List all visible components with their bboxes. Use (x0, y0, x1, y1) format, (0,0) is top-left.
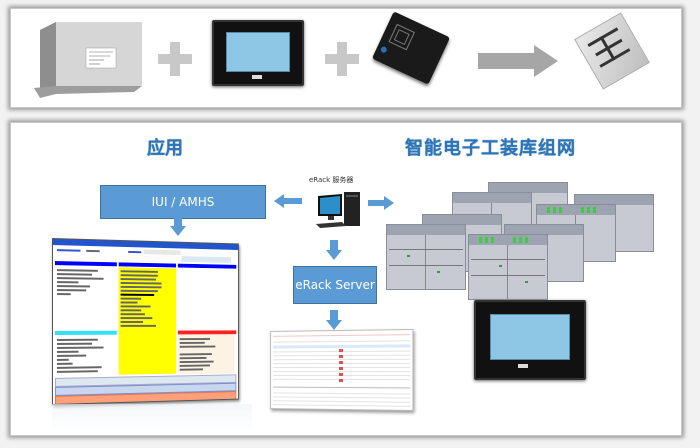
network-title: 智能电子工装库组网 (405, 138, 576, 159)
arrow-right-icon (368, 196, 394, 210)
iui-amhs-label: IUI / AMHS (151, 195, 215, 209)
arrow-down-icon (170, 218, 186, 236)
erack-data-table-image (270, 328, 414, 412)
arrow-left-icon (274, 194, 302, 208)
hmi-panel-icon (212, 20, 304, 86)
controller-box-icon (30, 16, 142, 98)
arrow-down-icon (326, 310, 342, 330)
plus-icon (325, 42, 359, 76)
hmi-panel-icon (474, 300, 586, 380)
iui-screen-reflection (52, 404, 252, 434)
smart-rack-network-image (384, 180, 674, 300)
arrow-down-icon (326, 240, 342, 260)
server-computer-icon (316, 190, 364, 230)
arrow-right-icon (478, 45, 558, 77)
iui-amhs-box: IUI / AMHS (100, 185, 266, 219)
application-title: 应用 (147, 138, 183, 159)
erack-server-box: eRack Server (293, 266, 377, 304)
plus-icon (158, 42, 192, 76)
erack-server-box-label: eRack Server (295, 278, 375, 292)
iui-screen-image: ​ (52, 238, 239, 405)
erack-server-label: eRack 服务器 (309, 176, 354, 184)
